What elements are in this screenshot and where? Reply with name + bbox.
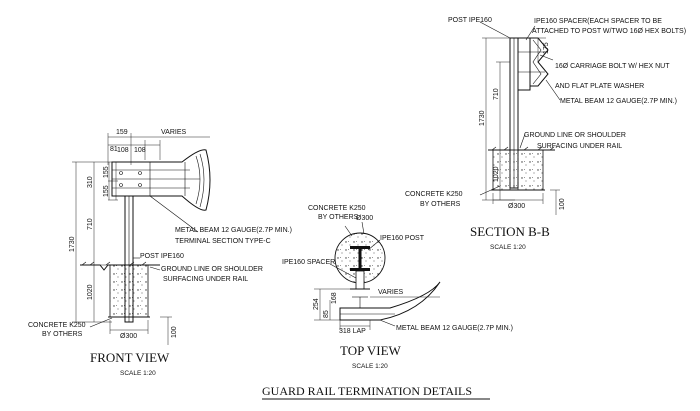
top-view-scale: SCALE 1:20 bbox=[352, 363, 388, 370]
ground-label-1: GROUND LINE OR SHOULDER bbox=[161, 266, 263, 273]
dim-175: 175 bbox=[543, 42, 550, 54]
spacer-label: IPE160 SPACER bbox=[282, 259, 335, 266]
dim-254: 254 bbox=[313, 298, 320, 310]
post-label: IPE160 POST bbox=[380, 235, 425, 242]
dim-100: 100 bbox=[559, 198, 566, 210]
post-label: POST IPE160 bbox=[448, 17, 492, 24]
dim-710: 710 bbox=[493, 88, 500, 100]
dim-168: 168 bbox=[331, 292, 338, 304]
section-bb: POST IPE160 IPE160 SPACER(EACH SPACER TO… bbox=[405, 17, 686, 251]
dim-1020: 1020 bbox=[87, 284, 94, 300]
metal-beam-label: METAL BEAM 12 GAUGE(2.7P MIN.) bbox=[396, 325, 513, 332]
bolt-label-1: 16Ø CARRIAGE BOLT W/ HEX NUT bbox=[555, 63, 670, 70]
dim-310: 310 bbox=[87, 176, 94, 188]
terminal-label: TERMINAL SECTION TYPE-C bbox=[175, 238, 271, 245]
dim-1730: 1730 bbox=[479, 110, 486, 126]
top-view-title: TOP VIEW bbox=[340, 343, 402, 358]
dim-100: 100 bbox=[171, 326, 178, 338]
lap-label: 318 LAP bbox=[339, 328, 366, 335]
bolt-label-2: AND FLAT PLATE WASHER bbox=[555, 83, 644, 90]
dim-85: 85 bbox=[323, 310, 330, 318]
front-view-scale: SCALE 1:20 bbox=[120, 370, 156, 377]
dim-159: 159 bbox=[116, 129, 128, 136]
post-label: POST IPE160 bbox=[140, 253, 184, 260]
dim-155b: 155 bbox=[103, 185, 110, 197]
by-others-label: BY OTHERS bbox=[42, 331, 83, 338]
dim-710: 710 bbox=[87, 218, 94, 230]
front-view: 159 VARIES 81 108 108 310 155 155 1730 7… bbox=[28, 129, 292, 377]
ground-label-2: SURFACING UNDER RAIL bbox=[163, 276, 248, 283]
top-view: CONCRETE K250 BY OTHERS Ø300 IPE160 POST… bbox=[282, 205, 513, 370]
main-title: GUARD RAIL TERMINATION DETAILS bbox=[262, 384, 472, 398]
dim-108a: 108 bbox=[117, 147, 129, 154]
dim-dia-300: Ø300 bbox=[356, 215, 373, 222]
front-view-title: FRONT VIEW bbox=[90, 350, 170, 365]
spacer-label-1: IPE160 SPACER(EACH SPACER TO BE bbox=[534, 18, 662, 25]
metal-beam-label: METAL BEAM 12 GAUGE(2.7P MIN.) bbox=[560, 98, 677, 105]
spacer-label-2: ATTACHED TO POST W/TWO 16Ø HEX BOLTS) bbox=[532, 28, 686, 35]
metal-beam-label: METAL BEAM 12 GAUGE(2.7P MIN.) bbox=[175, 227, 292, 234]
by-others-label: BY OTHERS bbox=[420, 201, 461, 208]
dim-varies: VARIES bbox=[378, 289, 403, 296]
ground-label-1: GROUND LINE OR SHOULDER bbox=[524, 132, 626, 139]
dim-1730: 1730 bbox=[69, 236, 76, 252]
dim-dia-300: Ø300 bbox=[508, 203, 525, 210]
concrete-label: CONCRETE K250 bbox=[405, 191, 463, 198]
dim-81: 81 bbox=[110, 146, 118, 153]
dim-dia-300: Ø300 bbox=[120, 333, 137, 340]
concrete-label: CONCRETE K250 bbox=[308, 205, 366, 212]
ground-label-2: SURFACING UNDER RAIL bbox=[537, 143, 622, 150]
dim-varies: VARIES bbox=[161, 129, 186, 136]
dim-108b: 108 bbox=[134, 147, 146, 154]
by-others-label: BY OTHERS bbox=[318, 214, 359, 221]
dim-155a: 155 bbox=[103, 166, 110, 178]
concrete-label: CONCRETE K250 bbox=[28, 322, 86, 329]
dim-1020: 1020 bbox=[493, 166, 500, 182]
section-bb-title: SECTION B-B bbox=[470, 224, 550, 239]
section-bb-scale: SCALE 1:20 bbox=[490, 244, 526, 251]
